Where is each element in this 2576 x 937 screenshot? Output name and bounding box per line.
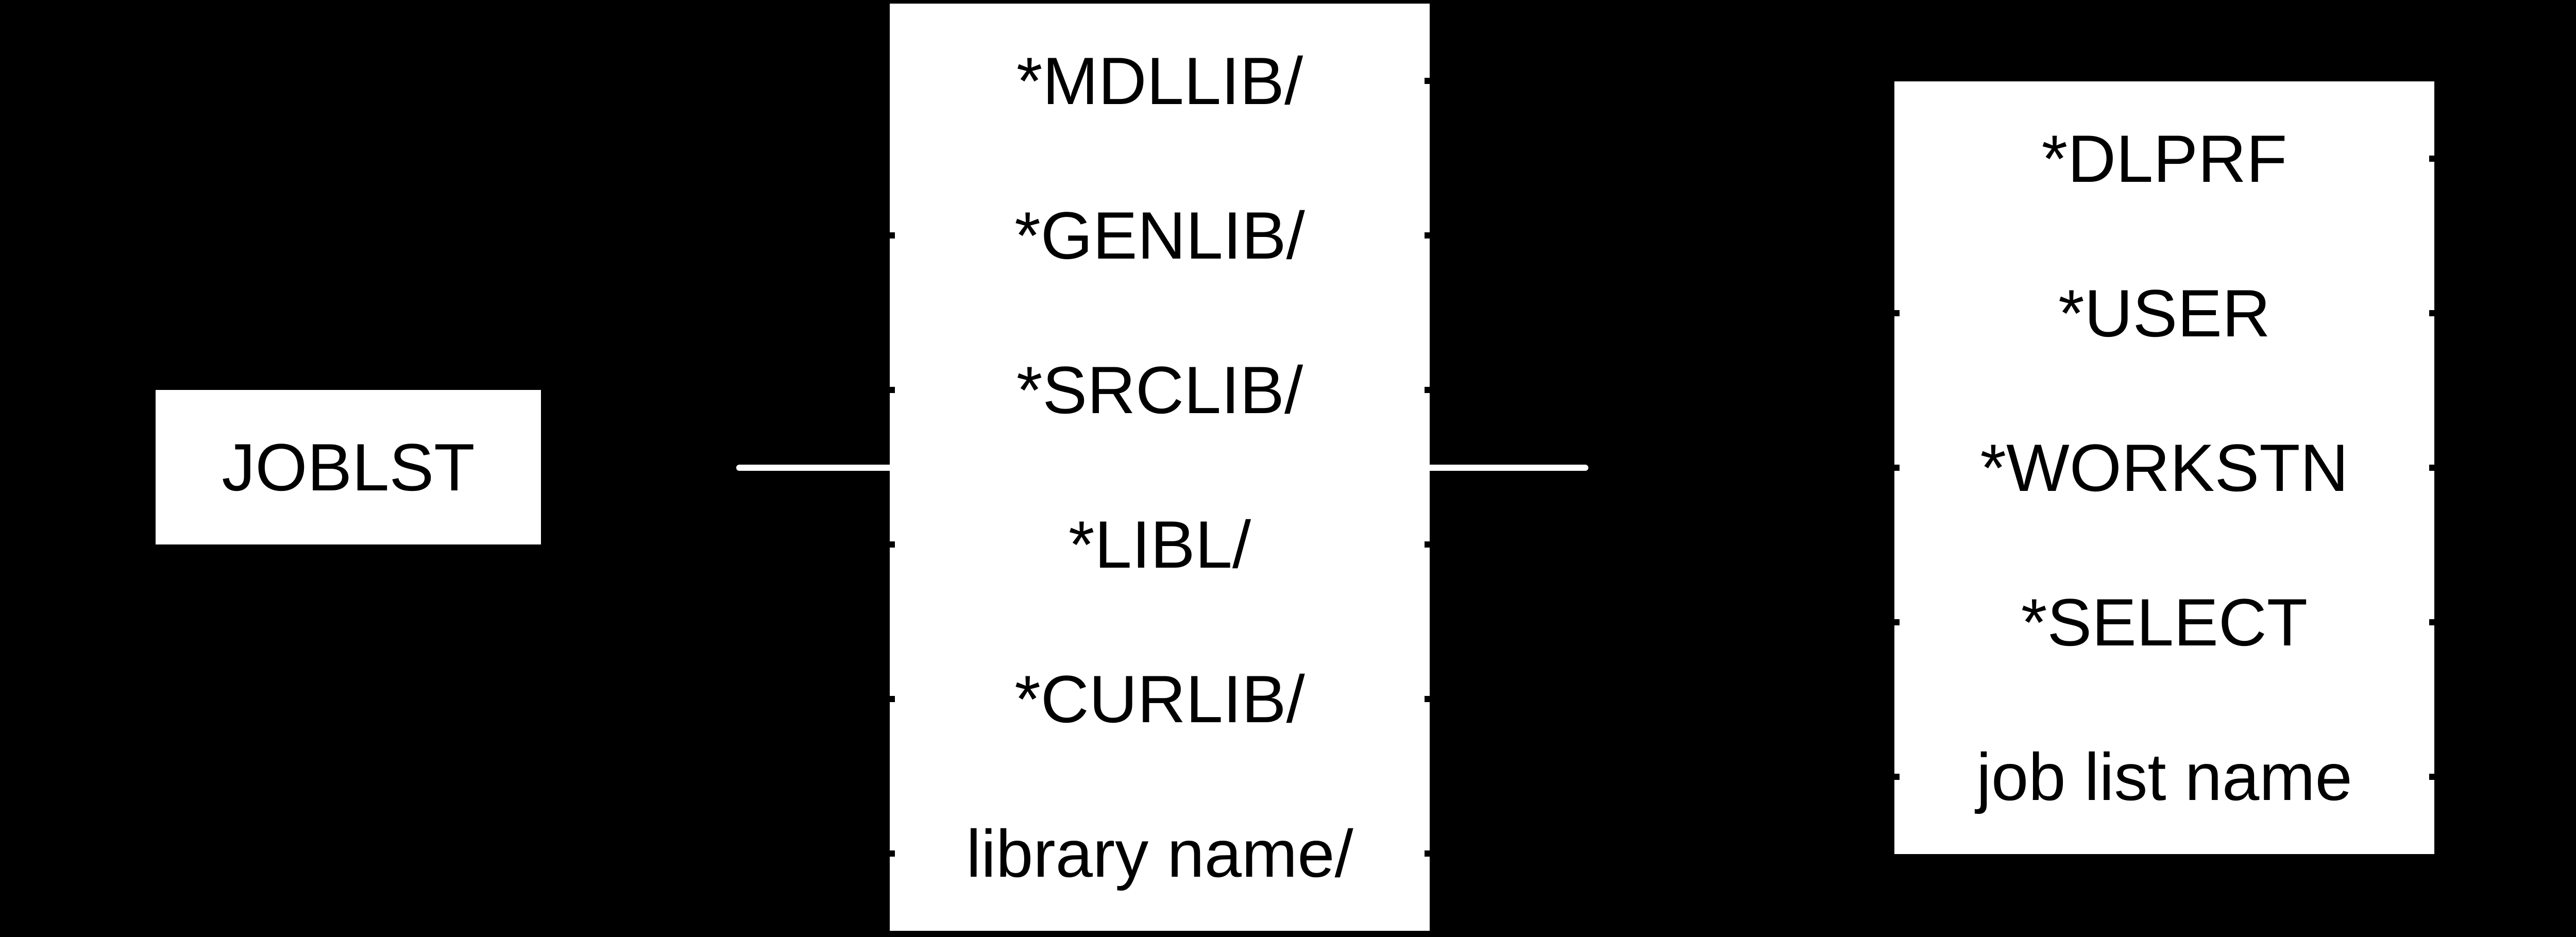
connector-line-right [1430,465,1588,471]
option-label: *MDLLIB/ [1016,43,1303,118]
option-label: *SELECT [2021,585,2308,660]
job-list-options-box: *DLPRF *USER *WORKSTN *SELECT job list name [1894,81,2434,854]
connector-tick [890,696,895,702]
option-label: *USER [2058,276,2270,351]
connector-tick [890,232,895,238]
option-label: *LIBL/ [1068,507,1251,582]
connector-tick [1894,465,1900,471]
connector-tick [2429,156,2434,162]
option-row: *SELECT [1894,545,2434,700]
connector-tick [1894,774,1900,780]
option-row: job list name [1894,700,2434,854]
option-label: *CURLIB/ [1014,661,1305,737]
connector-tick [1425,850,1430,857]
connector-line-left [736,465,890,471]
option-row: *CURLIB/ [890,622,1430,776]
connector-tick [2429,465,2434,471]
option-label: *DLPRF [2041,121,2287,196]
option-row: library name/ [890,776,1430,931]
connector-tick [1894,619,1900,625]
option-row: *GENLIB/ [890,158,1430,313]
option-row: *SRCLIB/ [890,313,1430,467]
option-label: *GENLIB/ [1014,198,1305,273]
connector-tick [890,387,895,393]
option-row: *USER [1894,236,2434,390]
option-row: *WORKSTN [1894,390,2434,545]
option-row: *MDLLIB/ [890,4,1430,158]
connector-tick [1425,696,1430,702]
connector-tick [2429,619,2434,625]
connector-tick [1425,541,1430,548]
command-box: JOBLST [156,390,541,544]
library-qualifier-options-box: *MDLLIB/ *GENLIB/ *SRCLIB/ *LIBL/ *CURLIB/li… [890,4,1430,931]
option-row: *LIBL/ [890,467,1430,622]
connector-tick [1425,387,1430,393]
option-label: *SRCLIB/ [1016,352,1303,428]
connector-tick [890,541,895,548]
connector-tick [1894,310,1900,316]
option-label: job list name [1976,739,2352,814]
connector-tick [2429,310,2434,316]
option-row: *DLPRF [1894,81,2434,236]
option-label: library name/ [966,816,1353,891]
connector-tick [1425,232,1430,238]
command-label: JOBLST [222,430,475,505]
connector-tick [2429,774,2434,780]
option-label: *WORKSTN [1980,430,2349,505]
connector-tick [1425,78,1430,84]
connector-tick [890,850,895,857]
